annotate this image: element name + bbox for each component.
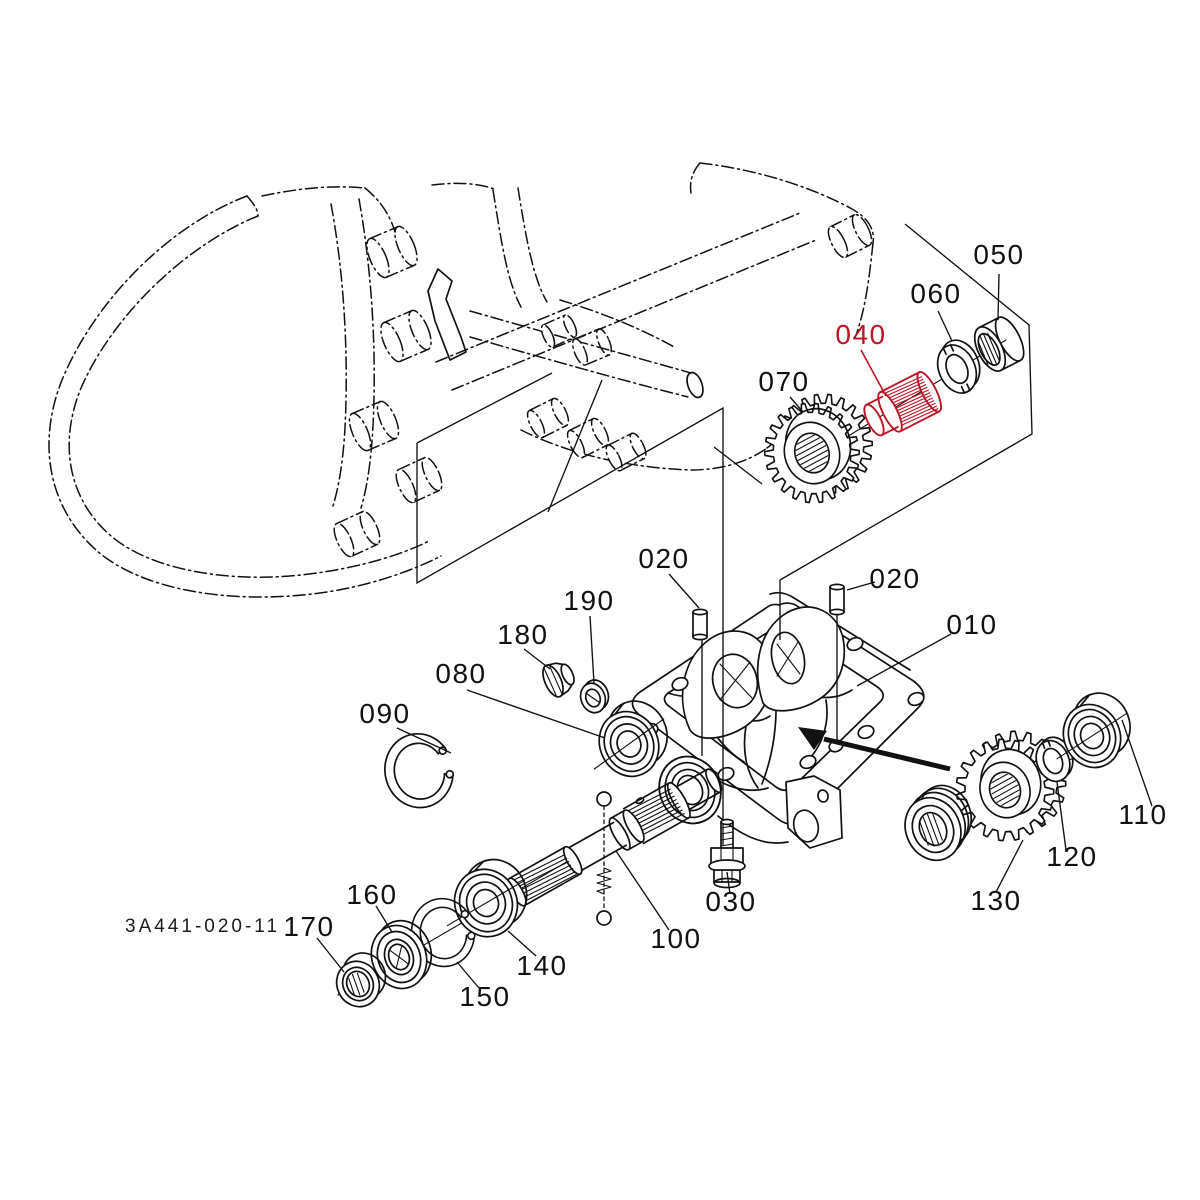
part-label-170[interactable]: 170 bbox=[283, 911, 334, 942]
part-label-030[interactable]: 030 bbox=[705, 886, 756, 917]
dowel-pin-020-right bbox=[829, 583, 845, 616]
post-housing-construction-lines bbox=[701, 580, 838, 845]
bearing-140 bbox=[446, 858, 528, 938]
part-label-090[interactable]: 090 bbox=[359, 698, 410, 729]
part-label-060[interactable]: 060 bbox=[910, 278, 961, 309]
snap-ring-090 bbox=[384, 732, 455, 809]
leader-040 bbox=[860, 349, 887, 397]
part-label-130[interactable]: 130 bbox=[970, 885, 1021, 916]
part-label-100[interactable]: 100 bbox=[650, 923, 701, 954]
housing-cover-010 bbox=[631, 591, 925, 849]
needle-rollers bbox=[977, 332, 1001, 367]
bore-hatch bbox=[348, 972, 365, 997]
part-040-highlighted-coupling[interactable] bbox=[858, 369, 945, 442]
roller-texture bbox=[918, 813, 943, 847]
plug-180 bbox=[542, 662, 575, 698]
clutch-hub-bearing bbox=[904, 784, 973, 862]
case-bosses bbox=[333, 213, 873, 558]
part-label-070[interactable]: 070 bbox=[758, 366, 809, 397]
collar-170 bbox=[335, 952, 387, 1008]
shift-bracket bbox=[427, 268, 467, 361]
gear-130 bbox=[955, 730, 1067, 842]
part-label-040-highlighted[interactable]: 040 bbox=[835, 319, 886, 350]
part-label-140[interactable]: 140 bbox=[516, 950, 567, 981]
bearing-110 bbox=[1056, 692, 1131, 769]
lower-right-boss bbox=[785, 775, 843, 849]
part-label-120[interactable]: 120 bbox=[1046, 841, 1097, 872]
boss-rim-overlay bbox=[658, 755, 722, 825]
part-label-020-upper[interactable]: 020 bbox=[638, 543, 689, 574]
part-labels: 010 020 020 030 040 050 060 070 080 090 … bbox=[125, 239, 1167, 1012]
drawing-number: 3A441-020-11 bbox=[125, 916, 280, 937]
washer-060 bbox=[936, 339, 981, 394]
part-label-160[interactable]: 160 bbox=[346, 879, 397, 910]
bearing-050 bbox=[973, 316, 1025, 372]
hub-splines bbox=[627, 788, 685, 836]
part-label-080[interactable]: 080 bbox=[435, 658, 486, 689]
part-label-110[interactable]: 110 bbox=[1118, 799, 1167, 830]
shaft-100 bbox=[507, 768, 723, 907]
tip-splines bbox=[513, 854, 577, 902]
seal-ring-190 bbox=[579, 679, 610, 714]
part-label-190[interactable]: 190 bbox=[563, 585, 614, 616]
dowel-pin-020-left bbox=[692, 608, 708, 641]
gear-070 bbox=[763, 393, 874, 504]
detent-ball-spring bbox=[596, 791, 612, 926]
bolt-030 bbox=[708, 818, 746, 889]
projection-plane-lines bbox=[416, 223, 1033, 600]
part-label-010[interactable]: 010 bbox=[946, 609, 997, 640]
assembly-direction-arrow bbox=[798, 727, 951, 772]
part-label-050[interactable]: 050 bbox=[973, 239, 1024, 270]
part-label-020-right[interactable]: 020 bbox=[869, 563, 920, 594]
part-label-180[interactable]: 180 bbox=[497, 619, 548, 650]
washer-120 bbox=[1035, 736, 1074, 783]
bearing-080 bbox=[593, 700, 668, 778]
leader-lines bbox=[316, 273, 1153, 989]
transmission-case-outline bbox=[48, 162, 875, 598]
part-label-150[interactable]: 150 bbox=[459, 981, 510, 1012]
